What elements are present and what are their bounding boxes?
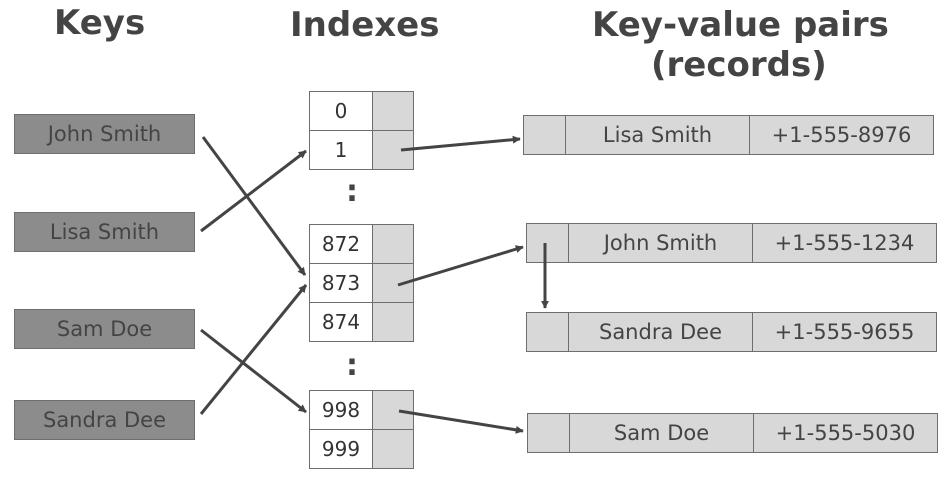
records-heading-line2: (records) (651, 45, 827, 85)
index-874: 874 (309, 302, 373, 342)
key-lisa-smith: Lisa Smith (14, 212, 195, 252)
bucket-pointer-999 (372, 429, 414, 469)
record-name-sandra-dee: Sandra Dee (568, 312, 753, 352)
ellipsis-2: : (346, 348, 358, 383)
arrow-1-to-lisa-smith (400, 135, 521, 152)
ellipsis-1: : (346, 174, 358, 209)
index-872: 872 (309, 224, 373, 264)
bucket-pointer-874 (372, 302, 414, 342)
arrow-john-smith-to-873 (201, 136, 307, 276)
arrow-sam-doe-to-998 (200, 328, 307, 414)
record-phone-lisa-smith: +1-555-8976 (749, 115, 934, 155)
index-1: 1 (309, 130, 373, 170)
record-name-sam-doe: Sam Doe (569, 413, 754, 453)
bucket-pointer-998 (372, 390, 414, 430)
keys-heading: Keys (54, 3, 146, 43)
record-phone-sam-doe: +1-555-5030 (753, 413, 938, 453)
record-phone-john-smith: +1-555-1234 (752, 223, 937, 263)
key-sam-doe: Sam Doe (14, 309, 195, 349)
records-heading-line1: Key-value pairs (592, 5, 889, 45)
record-name-john-smith: John Smith (568, 223, 753, 263)
indexes-heading: Indexes (290, 5, 440, 45)
record-pointer-lisa-smith (523, 115, 566, 155)
arrow-873-to-john-smith (397, 245, 524, 287)
bucket-pointer-0 (372, 91, 414, 131)
index-998: 998 (309, 390, 373, 430)
bucket-pointer-872 (372, 224, 414, 264)
key-sandra-dee: Sandra Dee (14, 400, 195, 440)
record-phone-sandra-dee: +1-555-9655 (752, 312, 937, 352)
arrow-sandra-dee-to-873 (199, 284, 308, 415)
arrow-lisa-smith-to-1 (200, 149, 307, 233)
record-name-lisa-smith: Lisa Smith (565, 115, 750, 155)
index-999: 999 (309, 429, 373, 469)
arrow-998-to-sam-doe (398, 409, 524, 434)
key-john-smith: John Smith (14, 114, 195, 154)
